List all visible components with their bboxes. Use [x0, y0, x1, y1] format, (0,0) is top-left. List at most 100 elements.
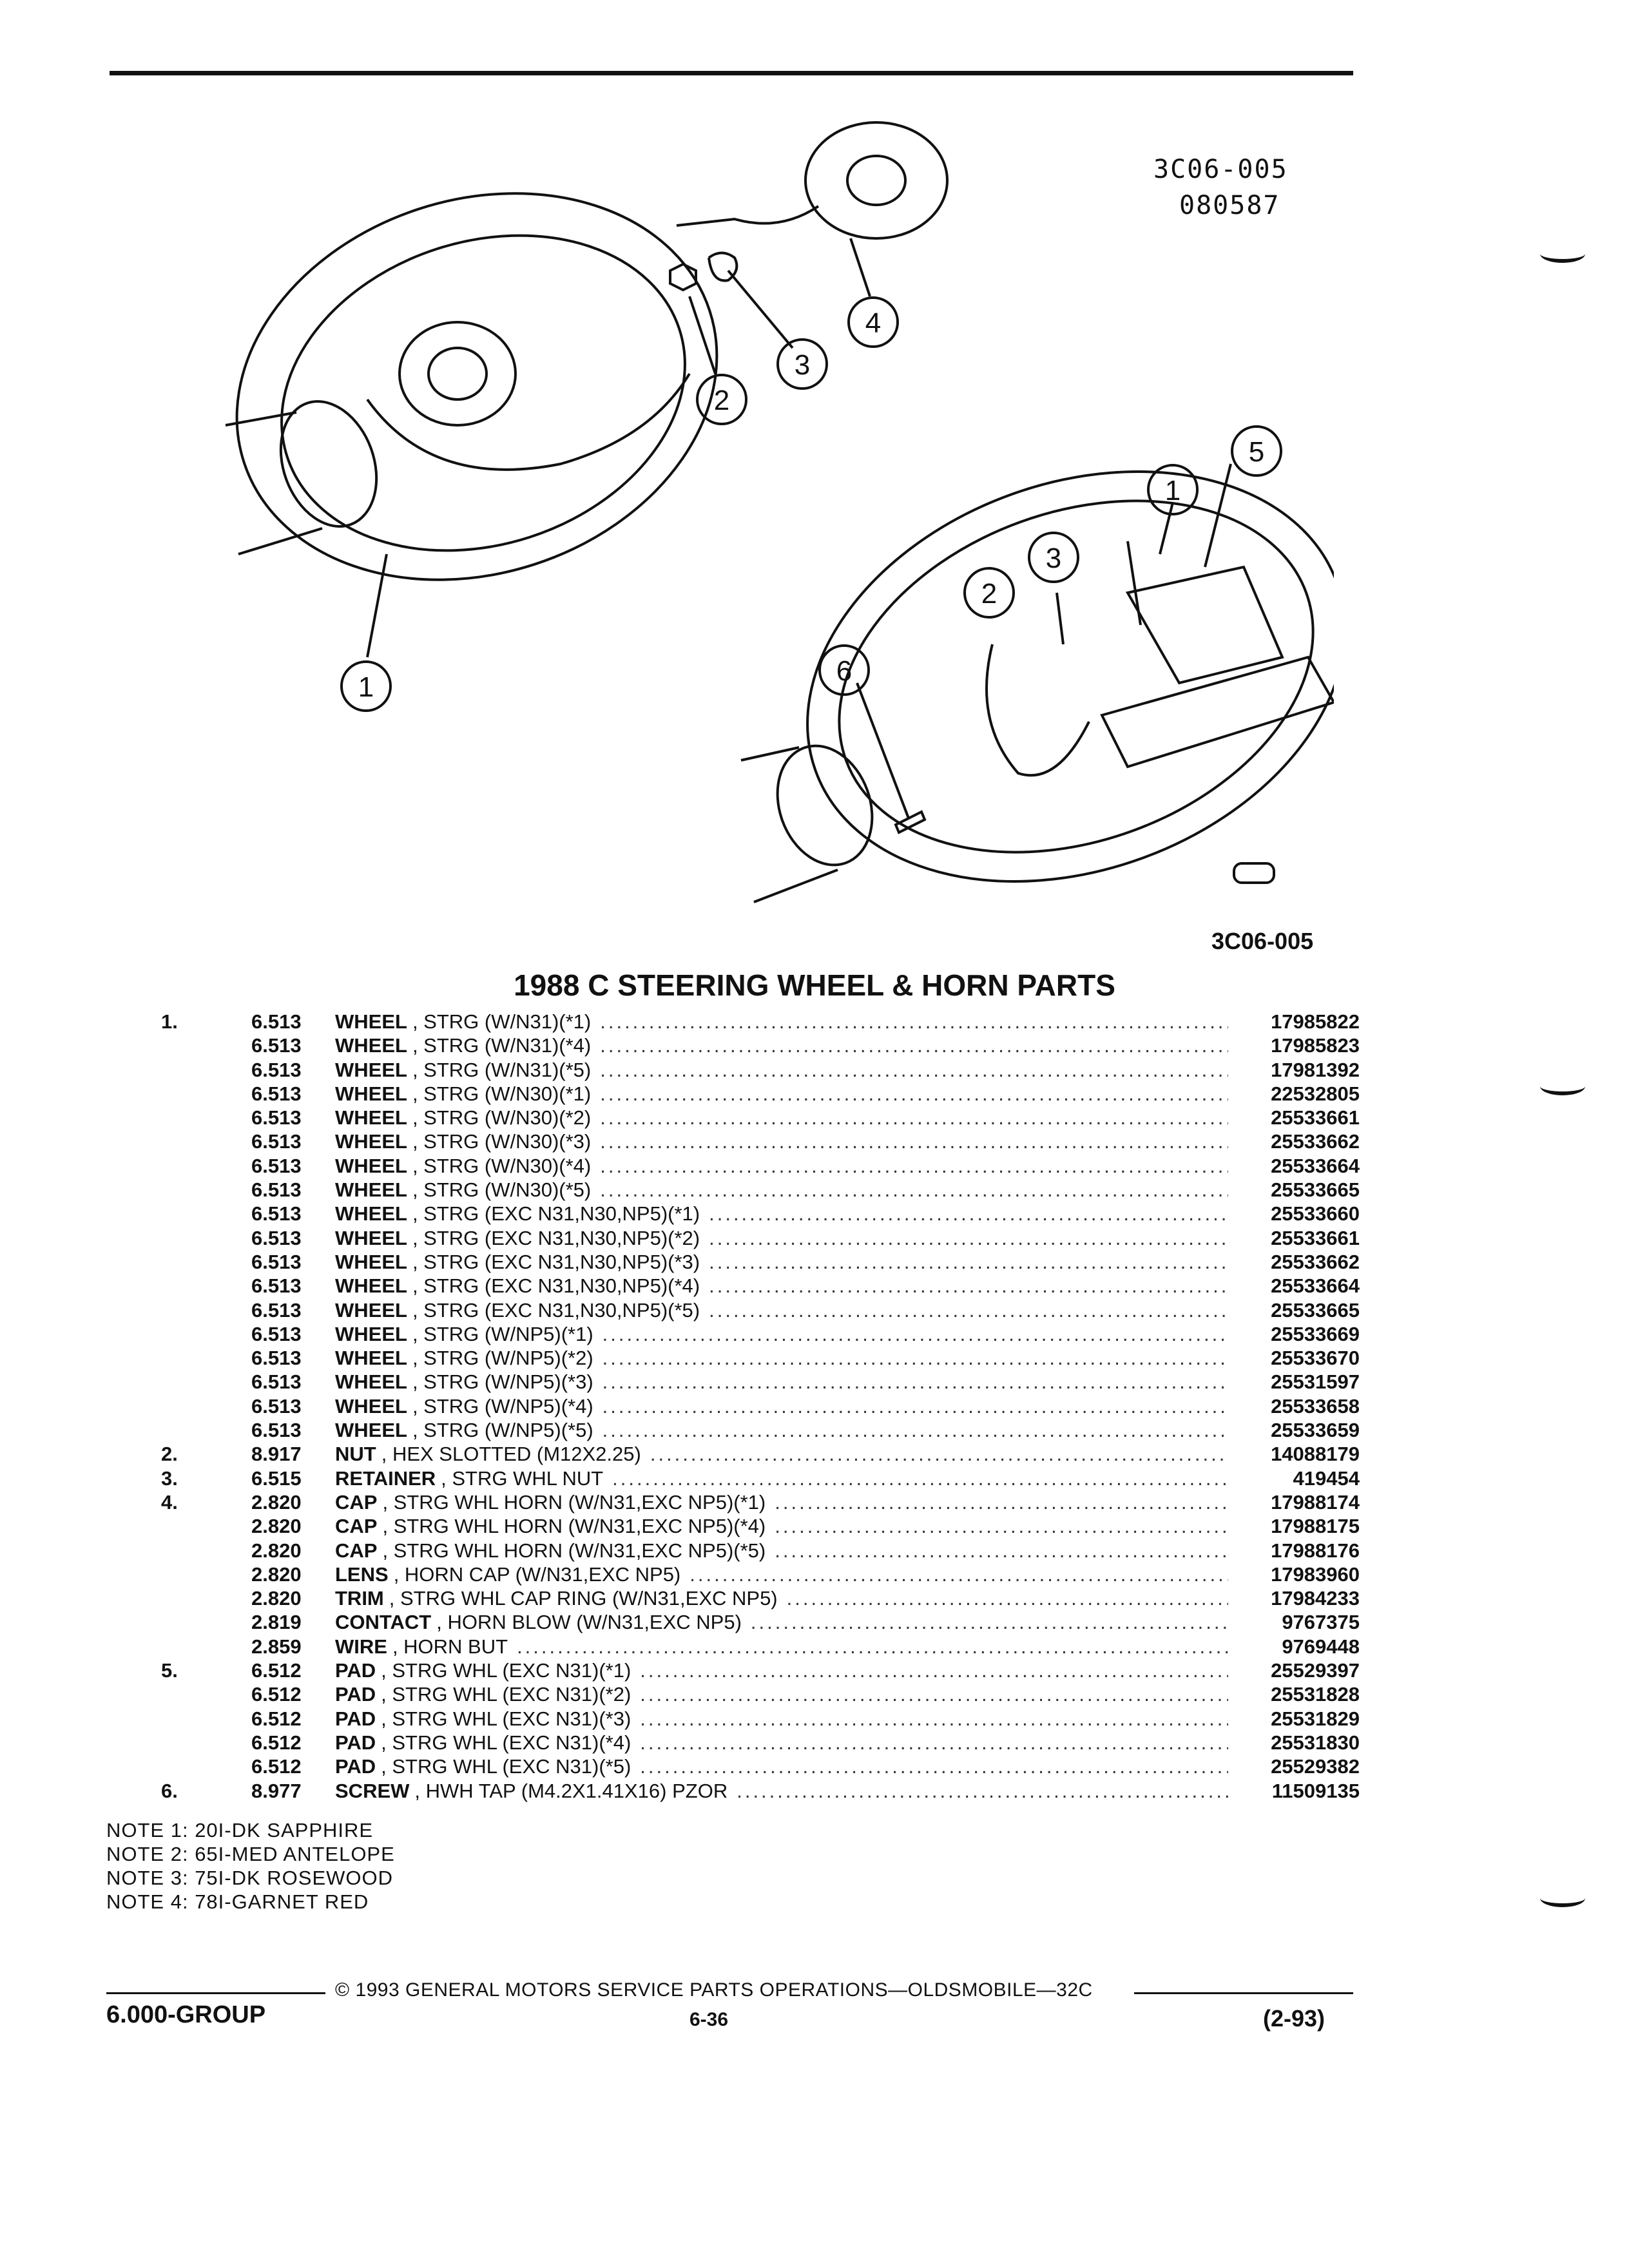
wheel-rim-inner-upper [280, 234, 686, 552]
part-name: WHEEL [335, 1298, 407, 1321]
wheel-rim-outer-upper [235, 192, 718, 581]
part-name: WHEEL [335, 1130, 407, 1153]
callout-5-lower-label: 5 [1249, 436, 1264, 468]
group-number: 2.819 [251, 1611, 302, 1634]
group-number: 6.513 [251, 1010, 302, 1033]
part-detail: , STRG (EXC N31,N30,NP5)(*2) [412, 1226, 700, 1249]
part-description: SCREW, HWH TAP (M4.2X1.41X16) PZOR [335, 1780, 1237, 1803]
part-detail: , STRG WHL (EXC N31)(*3) [381, 1707, 631, 1730]
item-number: 6. [161, 1779, 178, 1802]
part-description: WHEEL, STRG (EXC N31,N30,NP5)(*4) [335, 1274, 1237, 1298]
dot-leader [709, 1299, 1228, 1322]
part-name: CAP [335, 1515, 378, 1538]
group-number: 6.513 [251, 1178, 302, 1202]
part-number: 22532805 [1271, 1082, 1360, 1105]
callout-1-lower-label: 1 [1165, 475, 1181, 506]
part-number: 17988175 [1271, 1515, 1360, 1538]
dot-leader [600, 1106, 1228, 1129]
part-name: WIRE [335, 1635, 387, 1658]
part-name: WHEEL [335, 1082, 407, 1105]
part-detail: , STRG (EXC N31,N30,NP5)(*1) [412, 1202, 700, 1225]
part-number: 25533662 [1271, 1250, 1360, 1273]
part-name: WHEEL [335, 1154, 407, 1177]
dot-leader [600, 1059, 1228, 1082]
logo-mark [1233, 862, 1275, 884]
part-number: 25533665 [1271, 1178, 1360, 1202]
part-detail: , STRG WHL (EXC N31)(*4) [381, 1731, 631, 1754]
note-item: NOTE 4: 78I-GARNET RED [106, 1890, 369, 1913]
group-number: 6.512 [251, 1659, 302, 1682]
part-description: PAD, STRG WHL (EXC N31)(*1) [335, 1659, 1237, 1682]
part-number: 25531829 [1271, 1707, 1360, 1730]
part-description: WHEEL, STRG (W/N30)(*5) [335, 1178, 1237, 1202]
callout-2-lower-label: 2 [981, 578, 997, 610]
nut-upper [669, 262, 697, 292]
part-number: 25533660 [1271, 1202, 1360, 1225]
part-detail: , STRG (W/NP5)(*1) [412, 1322, 593, 1345]
footer-date: (2-93) [1263, 2005, 1325, 2032]
part-detail: , STRG (W/NP5)(*3) [412, 1370, 593, 1394]
part-description: WHEEL, STRG (W/N30)(*2) [335, 1106, 1237, 1129]
part-number: 11509135 [1271, 1779, 1360, 1802]
part-description: PAD, STRG WHL (EXC N31)(*3) [335, 1707, 1237, 1731]
part-number: 25531828 [1271, 1683, 1360, 1706]
dot-leader [650, 1443, 1228, 1466]
part-detail: , STRG (W/NP5)(*4) [412, 1394, 593, 1418]
part-number: 25533664 [1271, 1274, 1360, 1298]
callout-1-lower [1147, 464, 1199, 515]
part-name: RETAINER [335, 1466, 436, 1490]
part-description: WHEEL, STRG (W/N31)(*4) [335, 1034, 1237, 1057]
part-detail: , STRG (W/N31)(*1) [412, 1010, 592, 1033]
group-number: 6.513 [251, 1394, 302, 1418]
callout-6-lower-label: 6 [836, 655, 852, 687]
part-name: SCREW [335, 1779, 410, 1802]
part-detail: , STRG (EXC N31,N30,NP5)(*4) [412, 1274, 700, 1298]
part-name: PAD [335, 1731, 376, 1754]
part-name: WHEEL [335, 1178, 407, 1202]
part-detail: , STRG (W/NP5)(*2) [412, 1347, 593, 1370]
steering-wheel-illustration: 1 2 3 4 1 5 3 2 6 [225, 121, 1334, 903]
group-number: 2.859 [251, 1635, 302, 1658]
dot-leader [787, 1587, 1228, 1610]
callout-3-upper [776, 338, 828, 390]
wheel-hub-upper [398, 321, 517, 427]
part-detail: , STRG WHL HORN (W/N31,EXC NP5)(*1) [382, 1490, 766, 1514]
item-number: 5. [161, 1659, 178, 1682]
part-description: WHEEL, STRG (EXC N31,N30,NP5)(*1) [335, 1202, 1237, 1225]
part-number: 14088179 [1271, 1443, 1360, 1466]
part-detail: , STRG WHL (EXC N31)(*2) [381, 1683, 631, 1706]
dot-leader [602, 1370, 1228, 1394]
dot-leader [737, 1780, 1228, 1803]
dot-leader [600, 1178, 1228, 1202]
part-detail: , STRG WHL (EXC N31)(*5) [381, 1755, 631, 1778]
part-name: WHEEL [335, 1250, 407, 1273]
part-detail: , STRG (W/N30)(*5) [412, 1178, 592, 1202]
part-name: WHEEL [335, 1226, 407, 1249]
dot-leader [602, 1419, 1228, 1442]
part-description: PAD, STRG WHL (EXC N31)(*5) [335, 1755, 1237, 1778]
pad-lower [1125, 565, 1284, 685]
part-description: CONTACT, HORN BLOW (W/N31,EXC NP5) [335, 1611, 1237, 1634]
part-number: 17988174 [1271, 1490, 1360, 1514]
group-number: 6.512 [251, 1755, 302, 1778]
part-number: 25533661 [1271, 1226, 1360, 1249]
dot-leader [775, 1539, 1228, 1562]
part-name: PAD [335, 1707, 376, 1730]
part-number: 25531830 [1271, 1731, 1360, 1754]
part-number: 25533661 [1271, 1106, 1360, 1129]
part-number: 9767375 [1282, 1611, 1360, 1634]
part-name: WHEEL [335, 1322, 407, 1345]
